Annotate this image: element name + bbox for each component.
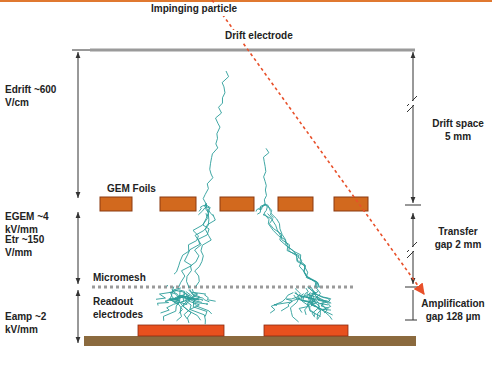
electrode-label: Drift electrode: [224, 30, 336, 43]
electron-track: [195, 214, 216, 286]
electron-track: [203, 71, 228, 204]
particle-label: Impinging particle: [150, 3, 262, 16]
part-label: Readout electrodes: [92, 296, 156, 321]
electron-track: [187, 214, 210, 288]
electron-track: [271, 213, 318, 288]
readout-electrode: [138, 325, 224, 336]
electron-tracks: [149, 71, 332, 324]
readout-electrode: [264, 325, 348, 336]
gem-foil: [100, 197, 368, 211]
field-label: Edrift ~600 V/cm: [4, 84, 68, 109]
dimension-label: Amplification gap 128 µm: [417, 298, 489, 323]
electron-track: [170, 289, 180, 305]
field-label: Etr ~150 V/mm: [4, 234, 72, 259]
electron-track: [263, 148, 268, 203]
electron-track: [315, 290, 331, 303]
base-plate: [84, 336, 416, 346]
electron-track: [302, 296, 315, 316]
electron-track: [185, 297, 208, 305]
field-dimension-lines: [72, 50, 90, 343]
electron-track: [170, 292, 201, 320]
electron-track: [290, 292, 299, 322]
electron-track: [263, 214, 319, 287]
drift-electrode: [90, 49, 415, 52]
dimension-label: Transfer gap 2 mm: [427, 226, 489, 251]
header-rule: [0, 0, 492, 2]
particle-track: [212, 0, 424, 294]
part-label: GEM Foils: [106, 183, 188, 196]
electron-track: [264, 214, 319, 287]
electron-track: [192, 289, 215, 301]
electron-track: [179, 213, 209, 287]
dimension-label: Drift space 5 mm: [428, 118, 488, 143]
electron-track: [257, 204, 265, 214]
electron-track: [299, 293, 316, 312]
electron-track: [270, 293, 293, 313]
field-label: Eamp ~2 kV/mm: [4, 311, 72, 336]
field-label: EGEM ~4 kV/mm: [4, 211, 72, 236]
electron-track: [264, 205, 268, 215]
part-label: Micromesh: [92, 272, 174, 285]
